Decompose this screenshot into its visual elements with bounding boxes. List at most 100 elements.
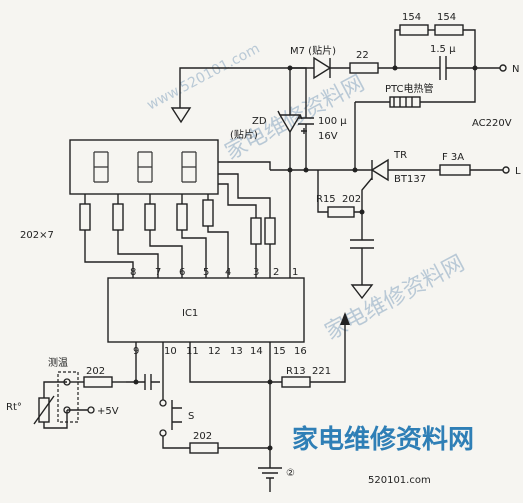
wire-ra4-pin5 bbox=[181, 230, 207, 278]
watermark-url: 520101.com bbox=[368, 475, 431, 486]
resistor-switch-202 bbox=[189, 442, 219, 454]
resistor-array-7 bbox=[264, 217, 276, 245]
resistor-sensor-202 bbox=[83, 376, 113, 388]
ic-pin-1: 1 bbox=[292, 267, 298, 278]
label-sensor-202: 202 bbox=[86, 366, 105, 377]
ic-pin-7: 7 bbox=[155, 267, 161, 278]
resistor-array-3 bbox=[144, 203, 156, 231]
label-r22: 22 bbox=[356, 50, 369, 61]
label-rt: Rt° bbox=[6, 402, 22, 413]
label-measure-temp: 测温 bbox=[48, 356, 68, 369]
ic-pin-12: 12 bbox=[208, 346, 221, 357]
resistor-22 bbox=[349, 62, 379, 74]
wire-r15-left bbox=[317, 170, 328, 213]
resistor-array-5 bbox=[202, 199, 214, 227]
seven-segment-digit-3 bbox=[181, 151, 197, 183]
wire-ra5-pin4 bbox=[207, 226, 229, 278]
triac-bt137 bbox=[370, 158, 389, 182]
resistor-r15 bbox=[327, 206, 355, 218]
label-l: L bbox=[515, 166, 521, 177]
ic-pin-11: 11 bbox=[186, 346, 199, 357]
ic-pin-13: 13 bbox=[230, 346, 243, 357]
node-154 bbox=[392, 65, 398, 71]
terminal-l[interactable] bbox=[502, 166, 510, 174]
node-rail-b bbox=[303, 167, 309, 173]
ic-pin-16: 16 bbox=[294, 346, 307, 357]
ic-pin-6: 6 bbox=[179, 267, 185, 278]
label-r13: R13 bbox=[286, 366, 306, 377]
sensor-connector bbox=[57, 371, 79, 423]
seven-segment-digit-2 bbox=[137, 151, 153, 183]
thermistor-slash bbox=[33, 395, 55, 425]
resistor-array bbox=[79, 161, 291, 278]
mains-section bbox=[170, 24, 510, 375]
resistor-154b bbox=[434, 24, 464, 36]
diode-zd bbox=[278, 114, 302, 134]
wire-rt-top bbox=[43, 381, 67, 398]
watermark-faint-text-b: 家电维修资料网 bbox=[321, 251, 469, 345]
diode-m7 bbox=[313, 56, 332, 80]
label-5v: +5V bbox=[97, 406, 119, 417]
wire-ra7-top bbox=[218, 173, 271, 218]
capacitor-1-5u bbox=[439, 56, 447, 80]
label-r15-value: 202 bbox=[342, 194, 361, 205]
label-r154a: 154 bbox=[402, 12, 421, 23]
label-202x7: 202×7 bbox=[20, 230, 54, 241]
component-labels: 154 154 1.5 μ N M7 (贴片) 22 PTC电热管 ZD (贴片… bbox=[6, 12, 521, 442]
label-switch-202: 202 bbox=[193, 431, 212, 442]
label-fuse: F 3A bbox=[442, 152, 464, 163]
display-module bbox=[69, 139, 219, 195]
node-pin16 bbox=[267, 379, 273, 385]
wire-triac-gate bbox=[361, 177, 373, 212]
label-c100u: 100 μ bbox=[318, 116, 347, 127]
resistor-array-1 bbox=[79, 203, 91, 231]
wire-switch-r bbox=[162, 436, 190, 449]
wire-pin1-rail bbox=[218, 161, 291, 278]
fuse-f3a bbox=[439, 164, 471, 176]
label-ptc: PTC电热管 bbox=[385, 82, 434, 95]
watermark-faint-text-a: 家电维修资料网 bbox=[221, 71, 369, 165]
label-tr: TR bbox=[393, 150, 407, 161]
node-n bbox=[472, 65, 478, 71]
ic-pin-15: 15 bbox=[273, 346, 286, 357]
ic1: IC1 8 7 6 5 4 3 2 1 9 10 11 12 13 14 15 … bbox=[107, 267, 307, 357]
switch-s[interactable] bbox=[171, 400, 182, 430]
arrow-feedback bbox=[340, 312, 350, 325]
ic-pin-8: 8 bbox=[130, 267, 136, 278]
label-r13-value: 221 bbox=[312, 366, 331, 377]
ic-pin-3: 3 bbox=[253, 267, 259, 278]
ground-symbol-top bbox=[170, 107, 192, 124]
label-r154b: 154 bbox=[437, 12, 456, 23]
wire-ra2-pin7 bbox=[117, 230, 159, 278]
wire-r13-right bbox=[310, 375, 346, 383]
capacitor-gate bbox=[350, 239, 374, 249]
wire-154-left bbox=[394, 29, 400, 68]
terminal-n[interactable] bbox=[499, 64, 507, 72]
wire-154-right bbox=[463, 29, 476, 68]
node-rail-c bbox=[352, 167, 358, 173]
ic-pin-4: 4 bbox=[225, 267, 231, 278]
label-switch-s: S bbox=[188, 411, 194, 422]
wire-ra1-pin8 bbox=[84, 230, 134, 278]
ic1-body bbox=[107, 277, 305, 343]
wire-r15-right bbox=[354, 211, 363, 240]
watermark-faint-url: www.520101.com bbox=[144, 41, 262, 114]
brand-watermark: 家电维修资料网 520101.com ② bbox=[286, 424, 474, 486]
bottom-circuit bbox=[33, 342, 346, 492]
ic-pin-10: 10 bbox=[164, 346, 177, 357]
wire-ra3-pin6 bbox=[149, 230, 183, 278]
switch-contact-top bbox=[159, 399, 167, 407]
wire-ra6-top bbox=[218, 183, 257, 218]
node-gate bbox=[359, 209, 365, 215]
ic-pin-2: 2 bbox=[273, 267, 279, 278]
ic1-label: IC1 bbox=[182, 308, 198, 319]
wire-c100-top bbox=[290, 67, 307, 118]
ground-symbol-gate bbox=[350, 284, 374, 300]
wire-rt-bottom bbox=[43, 410, 68, 429]
resistor-154a bbox=[399, 24, 429, 36]
label-r15: R15 bbox=[316, 194, 336, 205]
label-m7: M7 (贴片) bbox=[290, 44, 336, 57]
resistor-array-4 bbox=[176, 203, 188, 231]
node-top-m7 bbox=[287, 65, 293, 71]
